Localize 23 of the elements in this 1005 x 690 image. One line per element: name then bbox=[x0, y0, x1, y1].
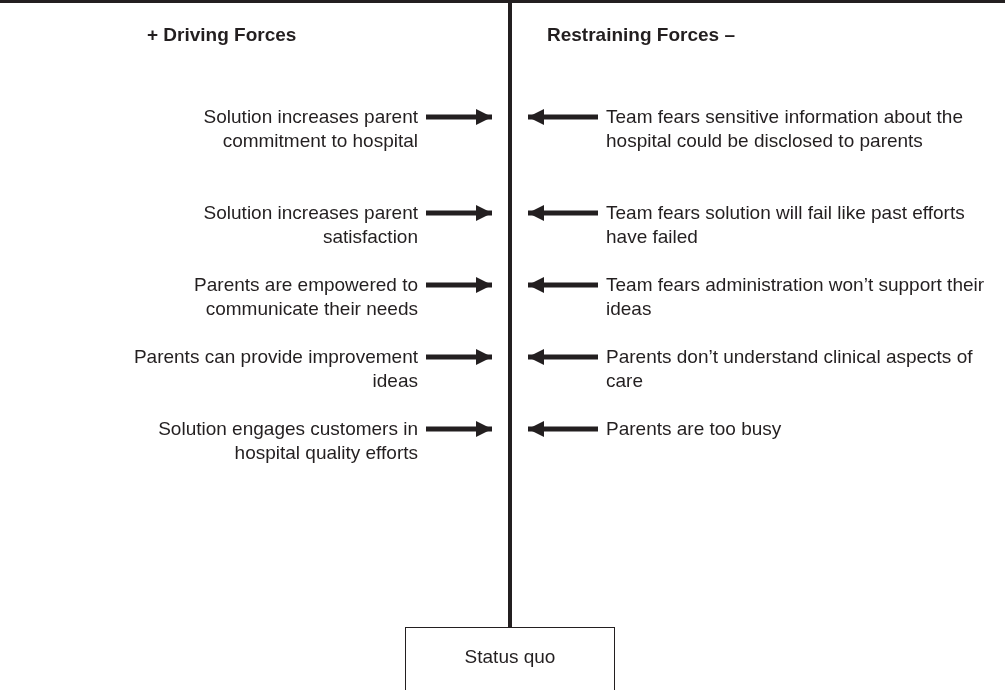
force-text: Parents are too busy bbox=[606, 417, 991, 441]
force-arrow bbox=[426, 421, 492, 437]
force-arrow bbox=[426, 205, 492, 221]
force-arrow bbox=[528, 349, 598, 365]
force-arrow bbox=[528, 109, 598, 125]
force-arrow bbox=[528, 277, 598, 293]
force-text: Team fears sensitive information about the hospital could be disclosed to parents bbox=[606, 105, 991, 153]
force-arrow bbox=[528, 205, 598, 221]
force-text: Parents don’t understand clinical aspects of care bbox=[606, 345, 991, 393]
force-arrow bbox=[426, 277, 492, 293]
force-text: Parents are empowered to communicate their needs bbox=[108, 273, 418, 321]
force-text: Solution increases parent satisfaction bbox=[108, 201, 418, 249]
force-text: Solution engages customers in hospital quality efforts bbox=[108, 417, 418, 465]
force-text: Parents can provide improvement ideas bbox=[108, 345, 418, 393]
force-text: Team fears solution will fail like past efforts have failed bbox=[606, 201, 991, 249]
column-heading: + Driving Forces bbox=[147, 23, 297, 47]
force-text: Solution increases parent commitment to hospital bbox=[108, 105, 418, 153]
force-text: Team fears administration won’t support their ideas bbox=[606, 273, 991, 321]
force-arrow bbox=[426, 349, 492, 365]
status-quo-box: Status quo bbox=[405, 627, 615, 690]
column-heading: Restraining Forces – bbox=[547, 23, 735, 47]
force-arrow bbox=[528, 421, 598, 437]
force-arrow bbox=[426, 109, 492, 125]
